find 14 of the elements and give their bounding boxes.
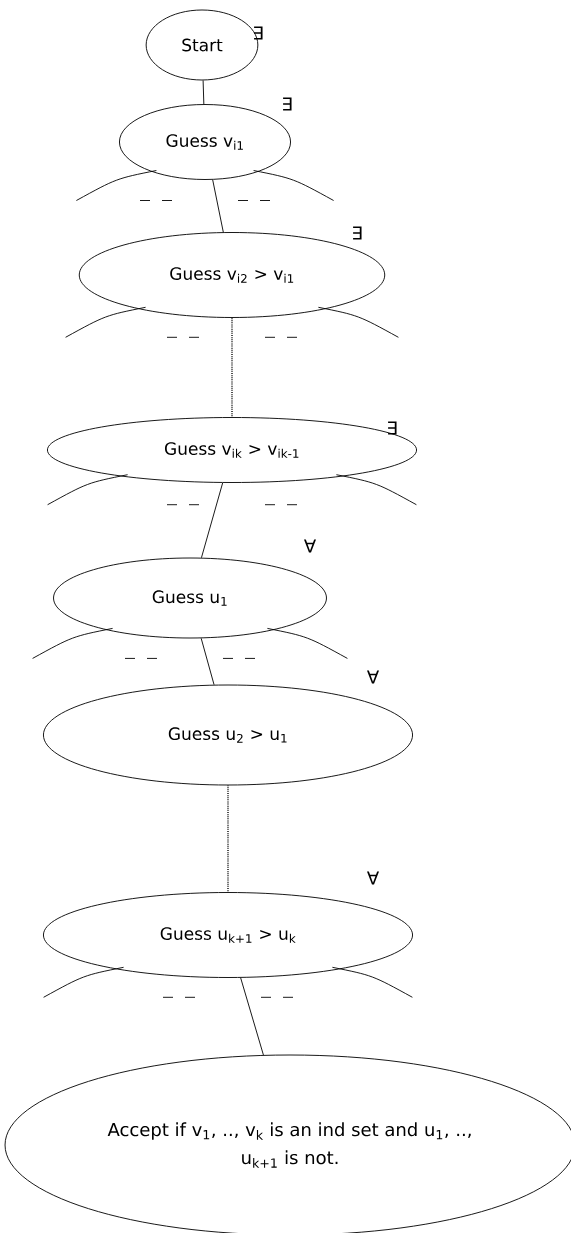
connector-line <box>201 482 224 559</box>
connector-line <box>227 784 229 893</box>
connector-line <box>200 637 215 686</box>
quantifier-symbol: ∃ <box>388 421 397 435</box>
ellipse-node: Guess u$_{2}$ > u$_{1}$ <box>43 684 413 786</box>
quantifier-symbol: ∀ <box>367 871 379 885</box>
quantifier-symbol: ∀ <box>304 539 316 553</box>
ellipse-node: Guess u$_{k+1}$ > u$_{k}$ <box>43 892 413 978</box>
quantifier-symbol: ∀ <box>367 670 379 684</box>
connector-line <box>240 977 264 1056</box>
connector-line <box>212 179 224 233</box>
connector-line <box>231 317 233 418</box>
ellipse-node: Guess u$_{1}$ <box>53 557 327 639</box>
connector-line <box>202 80 205 105</box>
